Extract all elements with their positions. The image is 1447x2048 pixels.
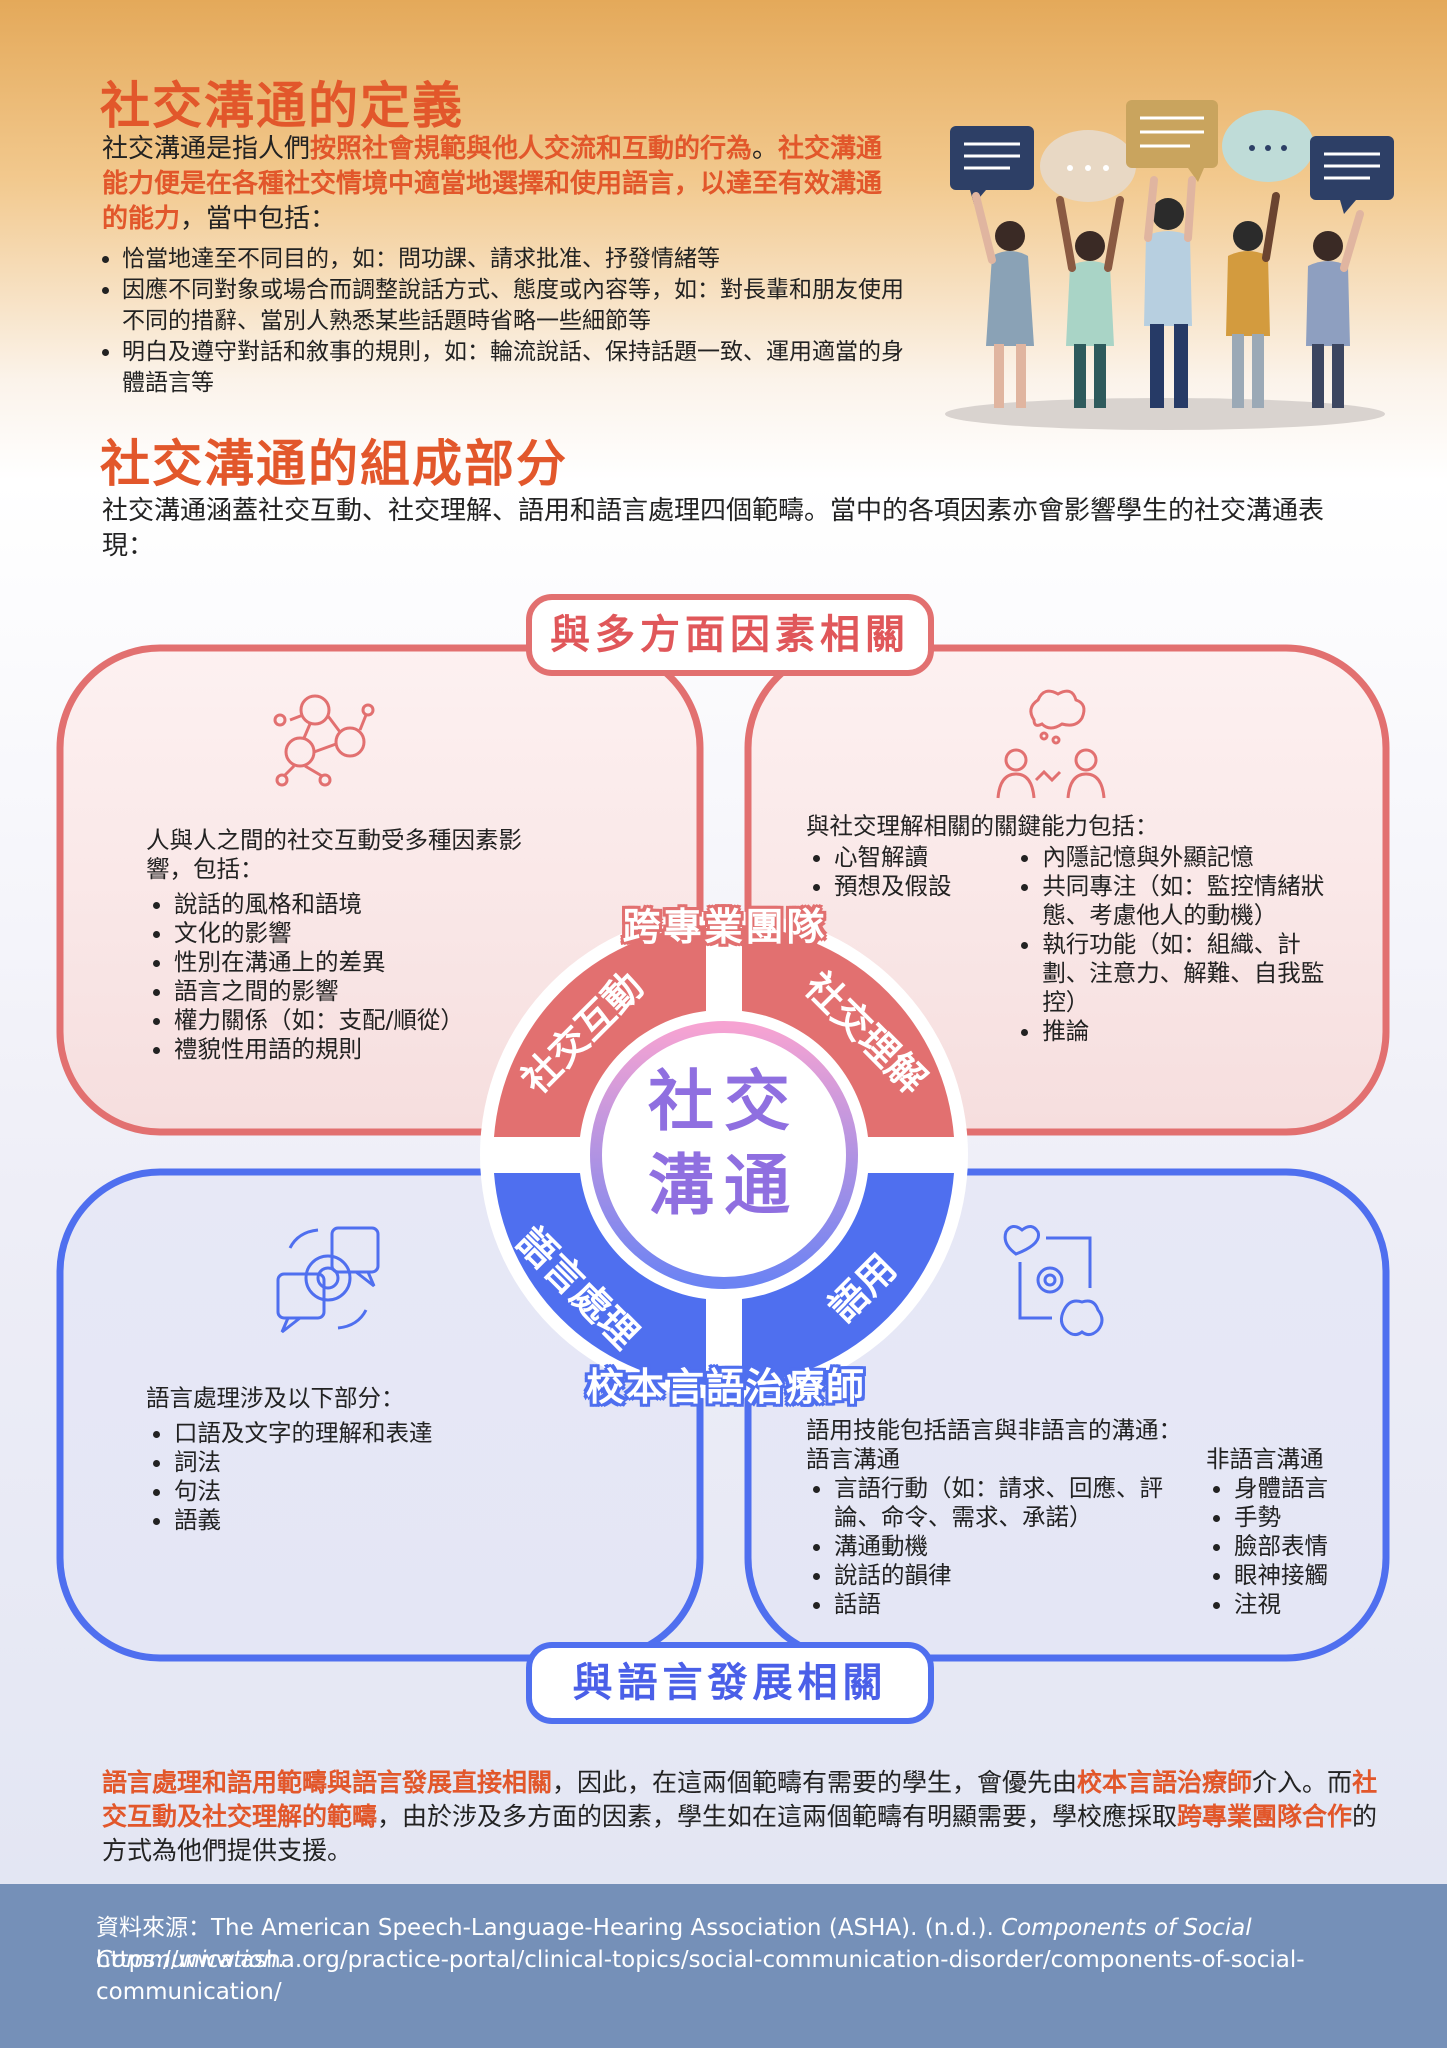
components-title: 社交溝通的組成部分 [100,434,568,493]
q2-item: 內隱記憶與外顯記憶 [1042,843,1346,872]
intro-highlight-2: 社交溝通能力便是在各種社交情境中適當地選擇和使用語言，以達至有效溝通的能力 [102,134,883,234]
q4-verbal-item: 說話的韻律 [834,1561,1206,1590]
intro-plain-2: 。 [752,134,779,164]
brain-chat-icon [276,1226,380,1334]
q1-item: 說話的風格和語境 [174,890,526,919]
q3-content: 語言處理涉及以下部分： 口語及文字的理解和表達 詞法 句法 語義 [146,1384,526,1535]
q2-item: 推論 [1042,1017,1346,1046]
summary-hl-2: 校本言語治療師 [1077,1768,1253,1797]
ribbon-language-development: 與語言發展相關 [526,1642,934,1724]
ribbon-language-development-label: 與語言發展相關 [572,1660,888,1706]
q3-item: 口語及文字的理解和表達 [174,1419,526,1448]
source-title: Components of Social Communication [96,1915,1252,1973]
source-suffix: . [277,1947,285,1973]
q3-item: 詞法 [174,1448,526,1477]
arc-label-interdisciplinary-team: 跨專業團隊 [622,905,828,949]
q4-nonverbal-heading: 非語言溝通 [1206,1445,1324,1473]
source-footer: 資料來源：The American Speech-Language-Hearin… [0,1884,1447,2048]
intro-plain-3: ，當中包括： [180,204,337,234]
summary-text-1: ，因此，在這兩個範疇有需要的學生，會優先由 [552,1768,1078,1797]
q2-item: 預想及假設 [834,872,1014,901]
q1-item: 性別在溝通上的差異 [174,948,526,977]
center-label-line-2: 溝通 [648,1147,800,1224]
four-quadrant-diagram [56,644,1390,1662]
definition-bullet: 因應不同對象或場合而調整說話方式、態度或內容等，如：對長輩和朋友使用不同的措辭、… [122,275,905,337]
definition-bullets: 恰當地達至不同目的，如：問功課、請求批准、抒發情緒等 因應不同對象或場合而調整說… [100,244,905,399]
q3-item: 語義 [174,1506,526,1535]
q1-item: 文化的影響 [174,919,526,948]
summary-hl-3: 社交互動及社交理解的範疇 [102,1768,1378,1831]
q3-lead: 語言處理涉及以下部分： [146,1384,405,1412]
q2-item: 共同專注（如：監控情緒狀態、考慮他人的動機） [1042,872,1346,930]
ribbon-multifactor: 與多方面因素相關 [526,594,934,676]
definition-title: 社交溝通的定義 [100,76,464,135]
q4-verbal-item: 話語 [834,1590,1206,1619]
q2-item: 執行功能（如：組織、計劃、注意力、解難、自我監控） [1042,930,1346,1017]
source-prefix: 資料來源：The American Speech-Language-Hearin… [96,1915,1002,1941]
q4-verbal-heading: 語言溝通 [806,1445,900,1473]
q4-verbal-item: 言語行動（如：請求、回應、評論、命令、需求、承諾） [834,1474,1206,1532]
source-url[interactable]: https://www.asha.org/practice-portal/cli… [96,1944,1386,2008]
q1-lead: 人與人之間的社交互動受多種因素影響，包括： [146,826,522,883]
q2-lead: 與社交理解相關的關鍵能力包括： [806,812,1159,840]
source-citation: 資料來源：The American Speech-Language-Hearin… [96,1912,1447,1976]
thinking-people-icon [996,689,1106,799]
q2-item: 心智解讀 [834,843,1014,872]
q1-item: 禮貌性用語的規則 [174,1035,526,1064]
center-ring-segments [494,925,954,1385]
ribbon-multifactor-label: 與多方面因素相關 [550,612,910,658]
summary-text-2: 介入。而 [1252,1768,1353,1797]
q4-content: 語用技能包括語言與非語言的溝通： 語言溝通 言語行動（如：請求、回應、評論、命令… [806,1416,1356,1619]
center-label: 社交 溝通 [624,1060,824,1228]
q2-content: 與社交理解相關的關鍵能力包括： 心智解讀 預想及假設 內隱記憶與外顯記憶 共同專… [806,812,1346,1046]
components-intro: 社交溝通涵蓋社交互動、社交理解、語用和語言處理四個範疇。當中的各項因素亦會影響學… [102,496,1325,561]
intro-highlight-1: 按照社會規範與他人交流和互動的行為 [310,134,753,164]
q4-verbal-item: 溝通動機 [834,1532,1206,1561]
q4-nonverbal-item: 臉部表情 [1234,1532,1356,1561]
source-url-line-2[interactable]: communication/ [96,1979,282,2005]
heart-gear-brain-icon [1003,1225,1104,1337]
q3-item: 句法 [174,1477,526,1506]
people-speech-bubbles-illustration [945,100,1394,430]
summary-text-3: ，由於涉及多方面的因素，學生如在這兩個範疇有明顯需要，學校應採取 [377,1802,1178,1831]
q1-item: 語言之間的影響 [174,977,526,1006]
q1-content: 人與人之間的社交互動受多種因素影響，包括： 說話的風格和語境 文化的影響 性別在… [146,826,526,1064]
summary-hl-1: 語言處理和語用範疇與語言發展直接相關 [102,1768,553,1797]
q4-lead: 語用技能包括語言與非語言的溝通： [806,1416,1182,1444]
definition-bullet: 明白及遵守對話和敘事的規則，如：輪流說話、保持話題一致、運用適當的身體語言等 [122,337,905,399]
source-url-line-1[interactable]: https://www.asha.org/practice-portal/cli… [96,1947,1305,1973]
arc-label-school-speech-therapist: 校本言語治療師 [585,1365,866,1409]
q4-nonverbal-item: 手勢 [1234,1503,1356,1532]
summary-hl-4: 跨專業團隊合作 [1177,1802,1353,1831]
definition-bullet: 恰當地達至不同目的，如：問功課、請求批准、抒發情緒等 [122,244,905,275]
summary-text-4: 的方式為他們提供支援。 [102,1802,1378,1865]
summary-paragraph: 語言處理和語用範疇與語言發展直接相關，因此，在這兩個範疇有需要的學生，會優先由校… [102,1766,1382,1868]
q4-nonverbal-item: 眼神接觸 [1234,1561,1356,1590]
intro-plain-1: 社交溝通是指人們 [102,134,311,164]
center-label-line-1: 社交 [648,1063,800,1140]
network-people-icon [273,694,375,787]
definition-intro: 社交溝通是指人們按照社會規範與他人交流和互動的行為。社交溝通能力便是在各種社交情… [102,132,902,237]
q4-nonverbal-item: 注視 [1234,1590,1356,1619]
q1-item: 權力關係（如：支配/順從） [174,1006,526,1035]
q4-nonverbal-item: 身體語言 [1234,1474,1356,1503]
